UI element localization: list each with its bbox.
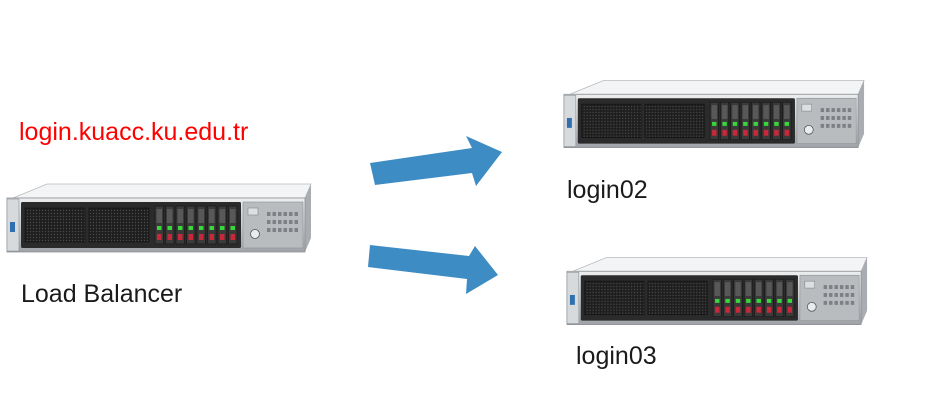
- server-lid: [12, 183, 312, 199]
- login02-label: login02: [567, 176, 648, 204]
- arrow-to-login02-icon: [370, 136, 502, 186]
- server-lid: [572, 257, 868, 272]
- arrow-to-login03-icon: [368, 245, 498, 294]
- login03-server-icon: [566, 257, 868, 325]
- load-balancer-hostname: login.kuacc.ku.edu.tr: [19, 118, 249, 146]
- login02-server-icon: [563, 80, 865, 148]
- load-balancer-label: Load Balancer: [21, 280, 183, 308]
- server-lid: [569, 80, 865, 95]
- load-balancer-server-icon: [6, 183, 312, 253]
- login03-label: login03: [576, 342, 657, 370]
